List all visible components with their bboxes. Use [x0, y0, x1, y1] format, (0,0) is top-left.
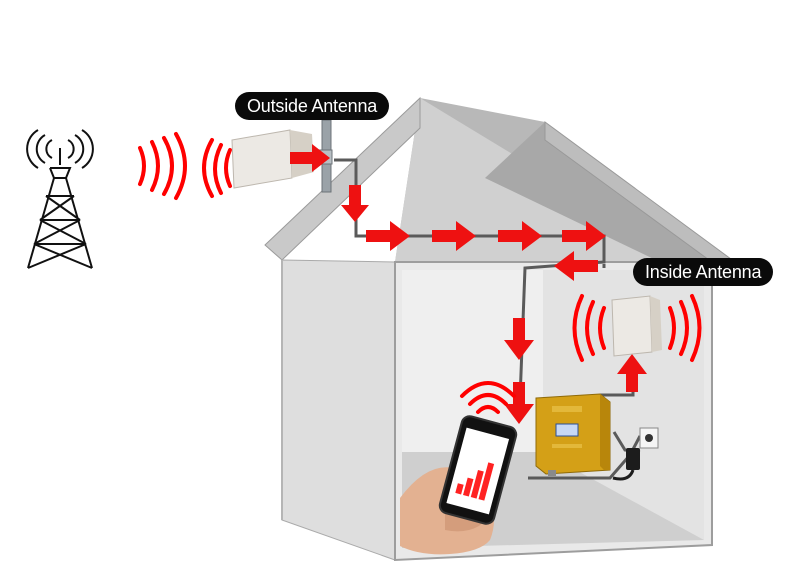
arrow-right — [562, 221, 606, 251]
attic — [485, 122, 712, 262]
phone-signal-waves — [460, 381, 516, 414]
cell-tower-icon — [26, 129, 94, 269]
inside-antenna-signal-waves — [572, 294, 702, 362]
smartphone-icon — [438, 415, 518, 525]
tower-signal-waves — [138, 132, 187, 200]
signal-booster-icon — [535, 393, 611, 476]
inside-antenna-label: Inside Antenna — [633, 258, 774, 286]
arrow-down — [504, 382, 534, 424]
signal-flow-arrows — [290, 144, 647, 424]
arrow-down — [341, 185, 369, 222]
house-front-wall — [281, 259, 396, 561]
arrow-right — [290, 144, 330, 172]
power-outlet-icon — [612, 427, 659, 481]
arrow-right — [498, 221, 542, 251]
room-side-wall — [543, 270, 704, 540]
outside-antenna-signal-waves — [202, 138, 232, 198]
arrow-right — [432, 221, 476, 251]
arrow-right — [366, 221, 410, 251]
outside-antenna-label: Outside Antenna — [235, 92, 390, 120]
arrow-down — [504, 318, 534, 360]
arrow-up — [617, 354, 647, 392]
arrow-left — [554, 251, 598, 281]
panel-antenna-icon — [611, 295, 662, 357]
